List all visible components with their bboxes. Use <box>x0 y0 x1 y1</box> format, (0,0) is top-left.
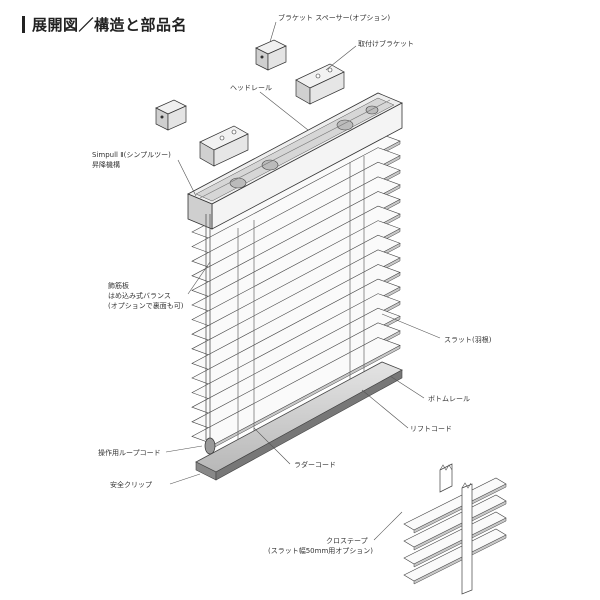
label-bracket-spacer: ブラケット スペーサー(オプション) <box>278 13 390 22</box>
cloth-tape-back <box>439 463 453 493</box>
head-rail <box>187 92 403 230</box>
bracket-spacer-top <box>255 39 287 71</box>
mount-bracket-left <box>199 125 249 167</box>
label-ladder-cord: ラダーコード <box>294 460 336 469</box>
tilt-rod <box>199 99 391 199</box>
bottom-rail-front <box>215 369 403 481</box>
loop-cord <box>204 214 216 455</box>
cord-weight <box>204 437 216 455</box>
detail-slat-edge <box>413 500 507 551</box>
ladder-cords <box>237 156 365 455</box>
mount-bracket-top <box>295 63 345 105</box>
detail-slat-edge <box>413 534 507 585</box>
page-title: 展開図／構造と部品名 <box>32 16 188 34</box>
label-mechanism-desc: 昇降機構 <box>92 160 120 169</box>
title-accent-bar <box>22 16 25 33</box>
label-valance-name: 飾筋板 <box>108 281 129 290</box>
label-slat: スラット(羽根) <box>444 335 492 344</box>
label-cloth-tape: クロステープ <box>326 537 368 545</box>
label-valance-note: (オプションで裏面も可) <box>108 301 184 310</box>
cloth-tape-detail <box>403 477 507 585</box>
label-mount-bracket: 取付けブラケット <box>358 39 414 48</box>
detail-slat-edge <box>413 483 507 534</box>
cloth-tape <box>461 483 473 595</box>
label-cloth-tape-note: (スラット幅50mm用オプション) <box>268 546 373 555</box>
leader-lines <box>165 21 441 541</box>
label-loop-cord: 操作用ループコード <box>98 448 161 457</box>
drum <box>261 159 279 171</box>
drum <box>229 177 247 189</box>
label-bottom-rail: ボトムレール <box>428 395 470 403</box>
bracket-spacer-left <box>155 99 187 131</box>
label-lift-cord: リフトコード <box>410 425 452 433</box>
detail-slat-edge <box>413 517 507 568</box>
label-safety-clip: 安全クリップ <box>110 480 152 489</box>
label-head-rail: ヘッドレール <box>230 84 272 92</box>
slats <box>191 132 401 448</box>
drum <box>336 119 354 131</box>
label-mechanism-name: Simpull Ⅱ(シンプルツー) <box>92 151 171 159</box>
label-valance-desc: はめ込み式バランス <box>108 291 171 300</box>
